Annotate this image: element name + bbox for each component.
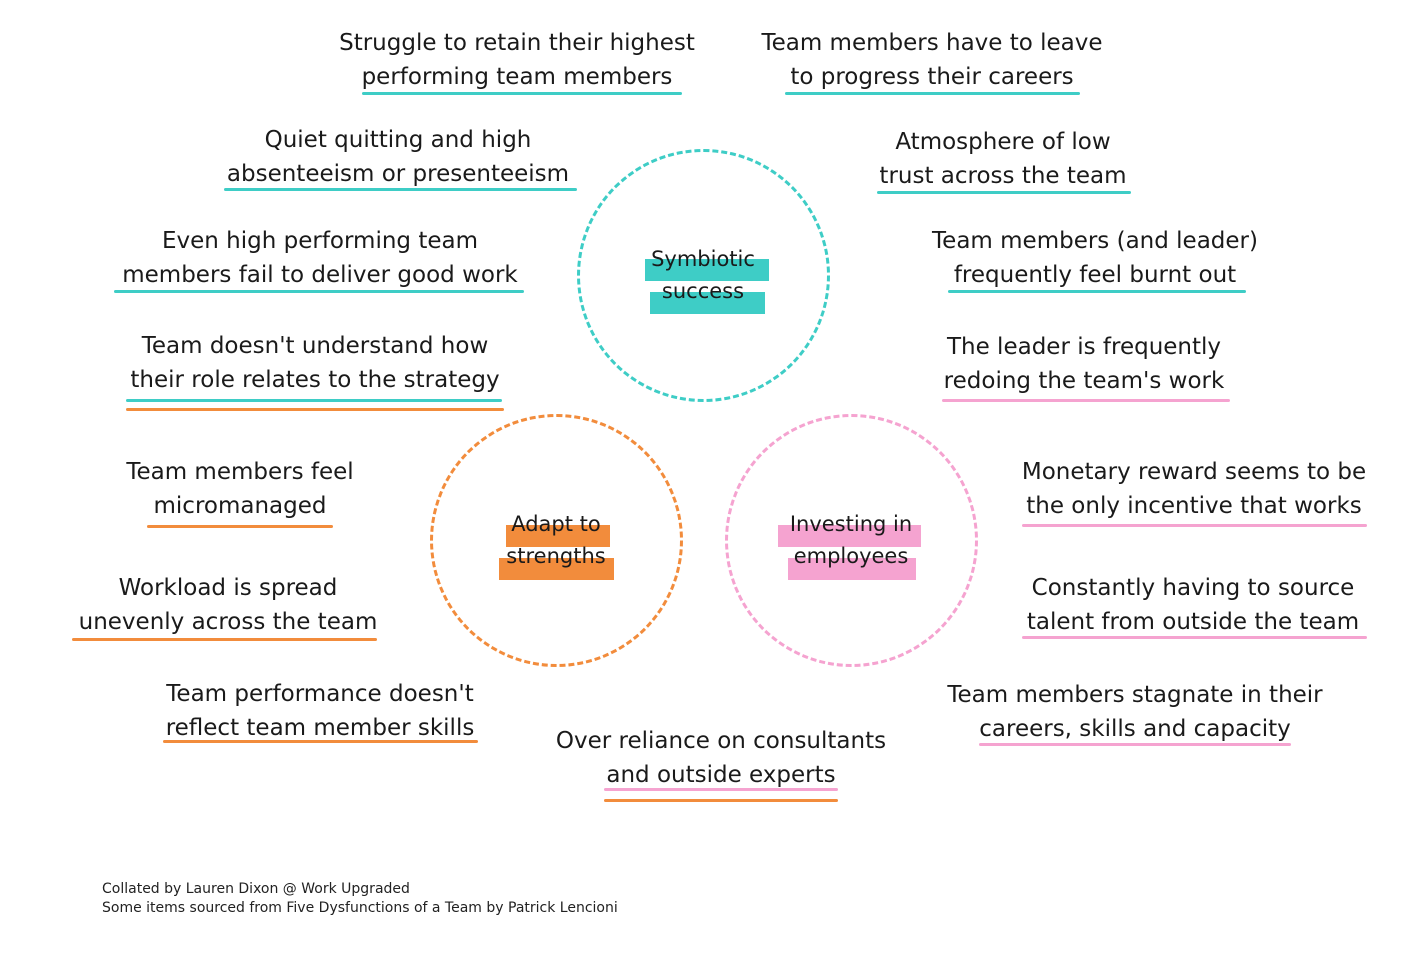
underline-pink [1022, 524, 1367, 527]
symbiotic-highlight-2 [650, 292, 765, 314]
underline-orange [72, 638, 377, 641]
underline-pink [604, 788, 838, 791]
symbiotic-success-label: Symbiotic success [651, 247, 755, 303]
underline-pink [942, 399, 1230, 402]
credits-author: Collated by Lauren Dixon @ Work Upgraded [102, 881, 410, 897]
adapt-highlight-2 [499, 558, 614, 580]
underline-orange [604, 799, 838, 802]
underline-orange [163, 740, 478, 743]
credits-source: Some items sourced from Five Dysfunction… [102, 900, 618, 916]
underline-teal [877, 191, 1131, 194]
underline-orange [126, 408, 504, 411]
credits: Collated by Lauren Dixon @ Work Upgraded… [102, 880, 618, 918]
item-burnt-out: Team members (and leader)frequently feel… [932, 228, 1258, 288]
underline-teal [362, 92, 682, 95]
underline-teal [785, 92, 1080, 95]
investing-highlight-1 [778, 525, 921, 547]
adapt-highlight-1 [506, 525, 610, 547]
underline-teal [114, 290, 524, 293]
investing-highlight-2 [788, 558, 916, 580]
adapt-to-strengths-circle [430, 414, 683, 667]
adapt-to-strengths-label: Adapt to strengths [506, 512, 606, 568]
symbiotic-success-circle [577, 149, 830, 402]
underline-teal [126, 399, 502, 402]
symbiotic-highlight-1 [645, 259, 769, 281]
investing-in-employees-label: Investing in employees [789, 512, 913, 568]
investing-in-employees-circle [725, 414, 978, 667]
underline-pink [1022, 636, 1367, 639]
underline-teal [224, 188, 577, 191]
underline-orange [147, 525, 333, 528]
underline-teal [948, 290, 1246, 293]
underline-pink [979, 743, 1291, 746]
